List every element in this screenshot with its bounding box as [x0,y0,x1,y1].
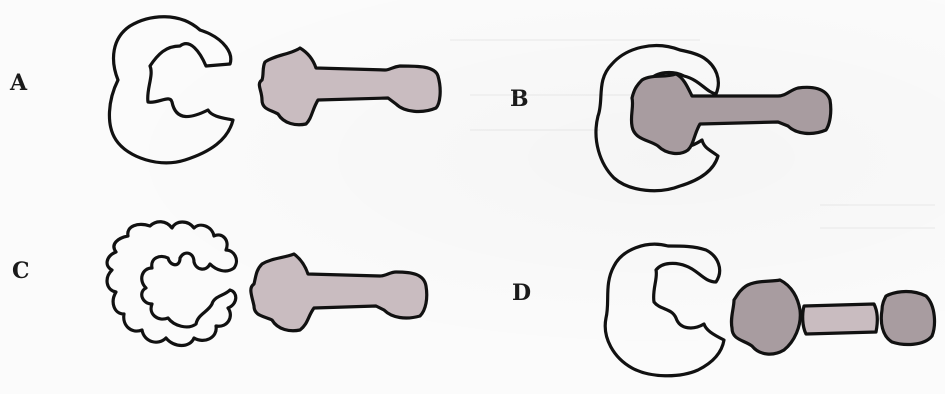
panel-b [596,46,831,191]
enzyme-c-wavy [107,222,236,346]
substrate-d-head [731,280,800,354]
panel-d [605,244,934,376]
substrate-a [259,48,440,125]
substrate-b [631,74,830,153]
substrate-d-bar [803,304,878,334]
substrate-c [251,254,427,331]
panel-c [107,222,427,346]
enzyme-a [109,17,233,163]
panel-a [109,17,440,163]
substrate-d-tail [881,292,934,345]
enzyme-d [605,244,724,376]
